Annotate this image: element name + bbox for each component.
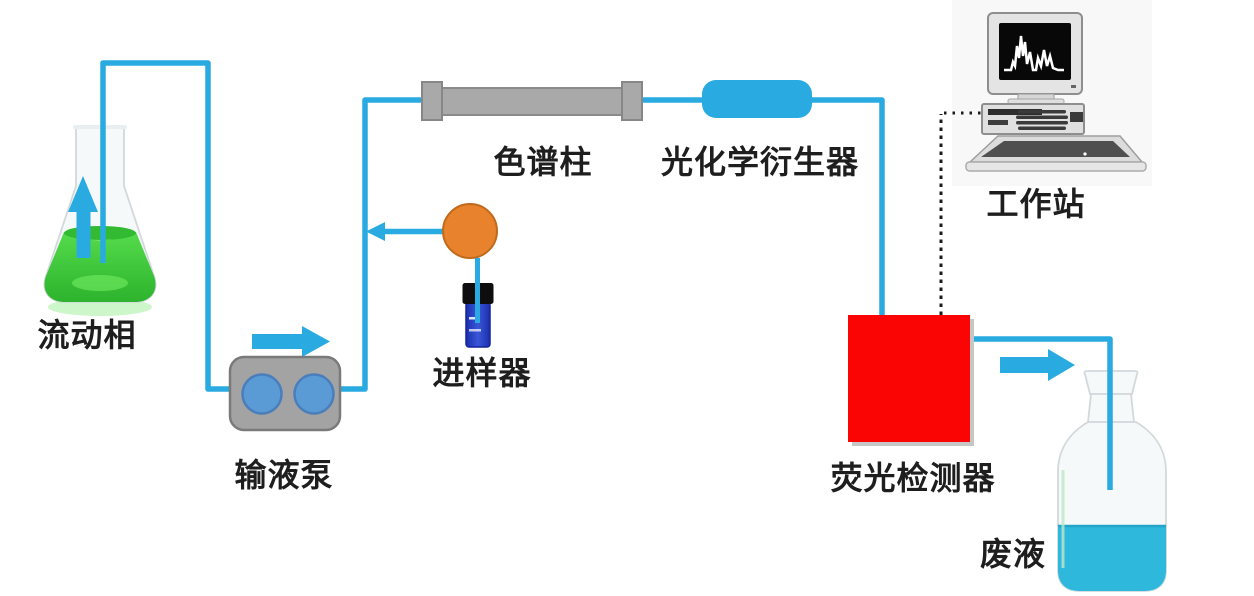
waste-tube <box>970 336 1113 490</box>
detector-icon <box>848 315 974 446</box>
sample-vial-icon <box>462 258 494 348</box>
injector-valve-icon <box>442 203 498 259</box>
waste-flow-arrow-icon <box>1000 349 1075 381</box>
column-icon <box>421 81 643 121</box>
waste-label: 废液 <box>979 536 1046 572</box>
injector-arrow-icon <box>366 222 443 241</box>
derivatizer-label: 光化学衍生器 <box>660 144 859 180</box>
detector-label: 荧光检测器 <box>830 460 996 496</box>
waste-bottle-icon <box>1057 370 1167 592</box>
derivatizer-icon <box>702 80 812 118</box>
waste-liquid <box>1058 526 1166 591</box>
flask-up-arrow-icon <box>68 176 98 258</box>
pump-flow-arrow-icon <box>252 326 330 357</box>
mobile-phase-label: 流动相 <box>37 317 137 353</box>
workstation-label: 工作站 <box>986 186 1086 222</box>
pump-icon <box>228 355 342 432</box>
injector-label: 进样器 <box>432 355 532 391</box>
workstation-computer-icon <box>952 0 1152 186</box>
column-label: 色谱柱 <box>493 144 593 180</box>
pump-label: 输液泵 <box>234 457 334 493</box>
chromatogram-trace <box>1004 35 1064 72</box>
mobile-phase-liquid <box>44 232 156 302</box>
signal-dotted-line <box>939 111 986 315</box>
mobile-phase-flask-icon <box>43 125 157 316</box>
